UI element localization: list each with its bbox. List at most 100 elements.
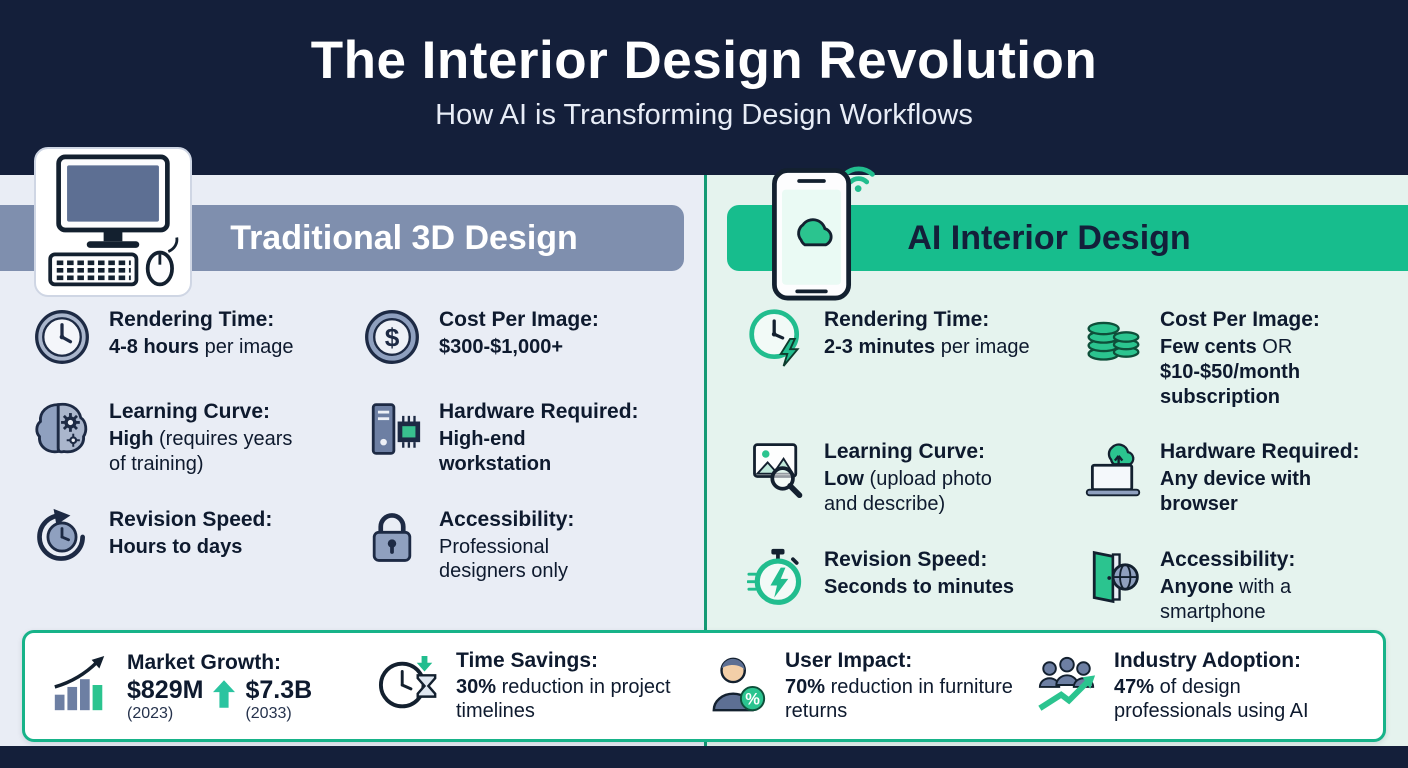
lock-icon: [362, 507, 424, 569]
stat-label: Market Growth:: [127, 650, 282, 674]
ai-banner-label: AI Interior Design: [907, 218, 1191, 257]
feature-value-text: per image: [199, 336, 294, 359]
footer-band: [0, 746, 1408, 768]
page-title: The Interior Design Revolution: [310, 31, 1098, 90]
feature-cost-per-image-traditional: $ Cost Per Image: $300-$1,000+: [362, 307, 696, 369]
user-percent-icon: %: [707, 654, 771, 718]
feature-value: Few cents OR $10-$50/month subscription: [1160, 335, 1332, 409]
stat-value-bold: 47%: [1114, 675, 1155, 698]
feature-value-text: with a smartphone: [1160, 576, 1292, 623]
bar-chart-growth-icon: [49, 654, 113, 718]
ai-features: Rendering Time: 2-3 minutes per image: [707, 307, 1408, 625]
feature-value-bold2: $10-$50/month subscription: [1160, 360, 1301, 408]
feature-value-bold: 4-8 hours: [109, 336, 200, 359]
stat-label: User Impact:: [785, 649, 913, 673]
feature-label: Rendering Time:: [824, 308, 990, 331]
stat-user-impact: % User Impact: 70% reduction in furnitur…: [707, 648, 1030, 723]
page-subtitle: How AI is Transforming Design Workflows: [435, 99, 973, 131]
clock-lightning-icon: [747, 307, 809, 369]
feature-label: Accessibility:: [439, 507, 575, 531]
laptop-cloud-icon: [1083, 439, 1145, 501]
feature-value-bold: Seconds to minutes: [824, 576, 1015, 599]
feature-revision-speed-ai: Revision Speed: Seconds to minutes: [747, 547, 1083, 625]
feature-label: Revision Speed:: [824, 548, 988, 572]
clock-icon: [32, 307, 94, 369]
feature-hardware-required-ai: Hardware Required: Any device with brows…: [1083, 439, 1400, 517]
feature-value: Low (upload photo and describe): [824, 467, 1022, 517]
coins-icon: [1083, 307, 1145, 369]
feature-value-bold: High: [109, 428, 154, 451]
brain-gears-icon: [32, 399, 94, 461]
feature-label: Learning Curve:: [824, 440, 986, 464]
desktop-computer-icon: [34, 147, 192, 297]
stat-value-bold: 30%: [456, 675, 497, 698]
feature-value-text: OR: [1256, 336, 1293, 359]
market-from-value: $829M: [127, 676, 204, 705]
feature-label: Accessibility:: [1160, 548, 1296, 572]
market-to-value: $7.3B: [245, 676, 313, 705]
feature-label: Learning Curve:: [109, 400, 271, 423]
stat-value: 70% reduction in furniture returns: [785, 675, 1030, 724]
feature-value: Anyone with a smartphone: [1160, 575, 1332, 625]
feature-value: Hours to days: [109, 535, 272, 560]
stat-label: Time Savings:: [456, 649, 598, 673]
feature-value: Seconds to minutes: [824, 575, 1014, 600]
feature-label: Hardware Required:: [439, 400, 639, 423]
feature-accessibility-traditional: Accessibility: Professional designers on…: [362, 507, 696, 585]
dollar-circle-icon: $: [362, 307, 424, 369]
feature-value-bold: High-end workstation: [439, 428, 552, 475]
stat-value-text: reduction in furniture returns: [785, 675, 1013, 723]
feature-accessibility-ai: Accessibility: Anyone with a smartphone: [1083, 547, 1400, 625]
stat-value: 47% of design professionals using AI: [1114, 675, 1359, 724]
stat-label: Industry Adoption:: [1114, 649, 1302, 673]
stat-market-growth: Market Growth: $829M (2023) $7.3B (2033): [49, 650, 372, 723]
smartphone-cloud-icon: [763, 159, 881, 307]
revision-clock-icon: [32, 507, 94, 569]
feature-rendering-time-ai: Rendering Time: 2-3 minutes per image: [747, 307, 1083, 409]
feature-label: Rendering Time:: [109, 308, 275, 331]
feature-learning-curve-ai: Learning Curve: Low (upload photo and de…: [747, 439, 1083, 517]
feature-revision-speed-traditional: Revision Speed: Hours to days: [32, 507, 362, 585]
svg-text:$: $: [385, 322, 400, 352]
feature-label: Cost Per Image:: [439, 308, 599, 331]
feature-value-bold: Low: [824, 468, 864, 491]
feature-value: $300-$1,000+: [439, 335, 599, 360]
feature-value-bold: Few cents: [1160, 336, 1257, 359]
feature-value: 4-8 hours per image: [109, 335, 294, 360]
market-from-year: (2023): [127, 704, 174, 722]
door-globe-icon: [1083, 547, 1145, 609]
feature-hardware-required-traditional: Hardware Required: High-end workstation: [362, 399, 696, 477]
feature-value-text: (upload photo and describe): [824, 468, 992, 516]
feature-value: High (requires years of training): [109, 427, 307, 477]
feature-value-bold: Hours to days: [109, 535, 243, 558]
feature-value: Professional designers only: [439, 535, 611, 585]
feature-value-bold: 2-3 minutes: [824, 336, 936, 359]
market-growth-values: $829M (2023) $7.3B (2033): [127, 677, 312, 722]
header-band: The Interior Design Revolution How AI is…: [0, 0, 1408, 175]
feature-value-bold: Any device with browser: [1160, 468, 1312, 516]
stopwatch-lightning-icon: [747, 547, 809, 609]
clock-hourglass-icon: [378, 654, 442, 718]
traditional-features: Rendering Time: 4-8 hours per image $ Co…: [0, 307, 704, 584]
stats-bar: Market Growth: $829M (2023) $7.3B (2033): [22, 630, 1386, 742]
stat-time-savings: Time Savings: 30% reduction in project t…: [378, 648, 701, 723]
stat-industry-adoption: Industry Adoption: 47% of design profess…: [1036, 648, 1359, 723]
up-arrow-icon: [213, 680, 236, 714]
feature-label: Hardware Required:: [1160, 440, 1360, 464]
feature-value-text: per image: [935, 336, 1030, 359]
feature-cost-per-image-ai: Cost Per Image: Few cents OR $10-$50/mon…: [1083, 307, 1400, 409]
feature-value-text: (requires years of training): [109, 428, 293, 475]
workstation-icon: [362, 399, 424, 461]
feature-label: Revision Speed:: [109, 507, 273, 531]
feature-value: 2-3 minutes per image: [824, 335, 1030, 360]
stat-value-text: of design professionals using AI: [1114, 675, 1309, 723]
stat-value: 30% reduction in project timelines: [456, 675, 701, 724]
feature-value-text: Professional designers only: [439, 535, 568, 583]
feature-value-bold: Anyone: [1160, 576, 1234, 599]
feature-learning-curve-traditional: Learning Curve: High (requires years of …: [32, 399, 362, 477]
market-to-year: (2033): [245, 704, 292, 722]
people-growth-icon: [1036, 654, 1100, 718]
feature-value-bold: $300-$1,000+: [439, 336, 564, 359]
photo-magnifier-icon: [747, 439, 809, 501]
